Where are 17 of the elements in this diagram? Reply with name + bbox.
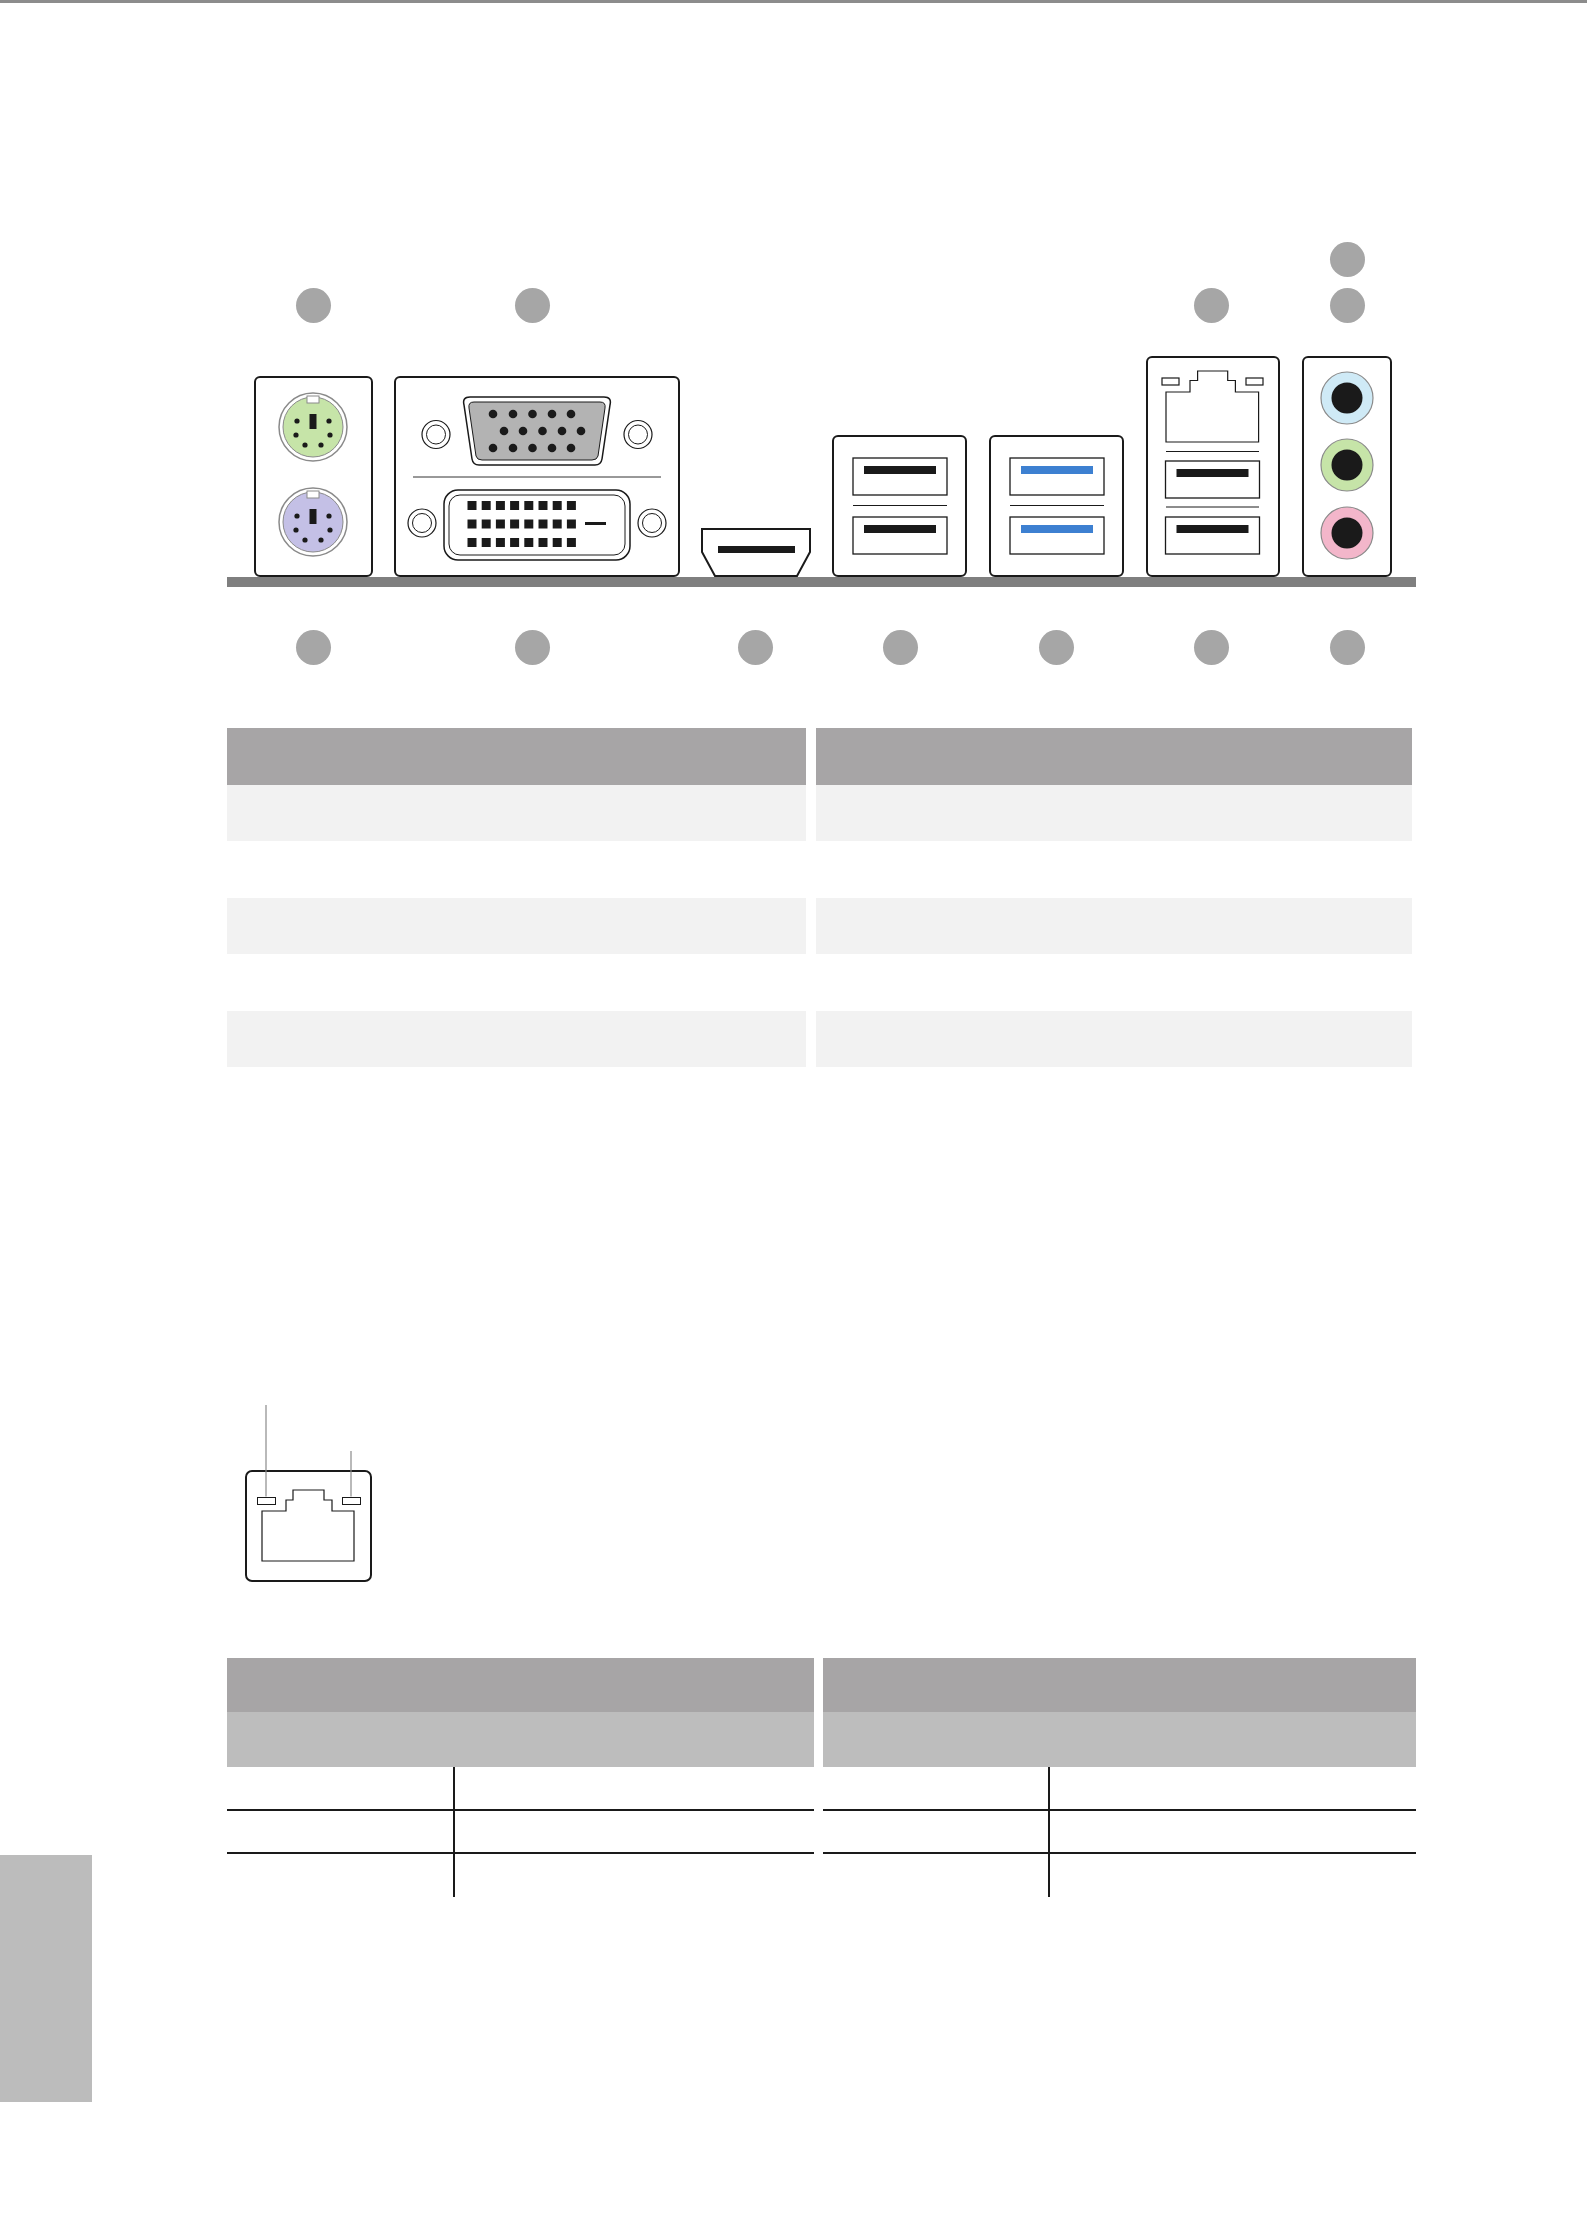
led-indicator <box>341 1496 361 1505</box>
led-indicator <box>256 1496 276 1505</box>
leader-line <box>350 1450 352 1498</box>
callout-circle <box>1038 629 1074 665</box>
callout-circle <box>295 287 331 323</box>
callout-circle <box>1193 287 1229 323</box>
callout-circle <box>1329 241 1365 277</box>
callout-circle <box>737 629 773 665</box>
side-tab <box>0 1855 92 2102</box>
callout-circle <box>1329 287 1365 323</box>
callout-circle <box>882 629 918 665</box>
callout-circle <box>295 629 331 665</box>
callout-circle <box>514 287 550 323</box>
callout-circle <box>514 629 550 665</box>
callout-circle <box>1329 629 1365 665</box>
leader-line <box>265 1404 267 1498</box>
callout-circle <box>1193 629 1229 665</box>
